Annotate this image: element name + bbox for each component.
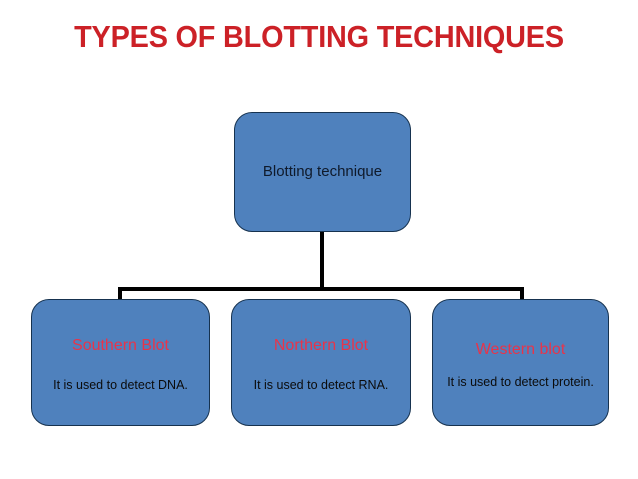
node-northern-blot-title: Northern Blot bbox=[273, 337, 369, 354]
node-northern-blot[interactable]: Northern Blot It is used to detect RNA. bbox=[231, 299, 411, 426]
node-southern-blot-title: Southern Blot bbox=[72, 337, 169, 354]
node-western-blot-title: Western blot bbox=[475, 341, 566, 358]
node-western-blot[interactable]: Western blot It is used to detect protei… bbox=[432, 299, 609, 426]
node-southern-blot[interactable]: Southern Blot It is used to detect DNA. bbox=[31, 299, 210, 426]
node-blotting-technique[interactable]: Blotting technique bbox=[234, 112, 411, 232]
page-title: TYPES OF BLOTTING TECHNIQUES bbox=[74, 19, 564, 54]
connector-horizontal-bar bbox=[118, 287, 524, 291]
node-southern-blot-description: It is used to detect DNA. bbox=[53, 378, 188, 392]
node-northern-blot-description: It is used to detect RNA. bbox=[253, 378, 389, 392]
node-western-blot-description: It is used to detect protein. bbox=[447, 375, 594, 389]
connector-drop-left bbox=[118, 287, 122, 301]
connector-root-stem bbox=[320, 231, 324, 291]
connector-drop-right bbox=[520, 287, 524, 301]
node-root-label: Blotting technique bbox=[262, 163, 383, 180]
